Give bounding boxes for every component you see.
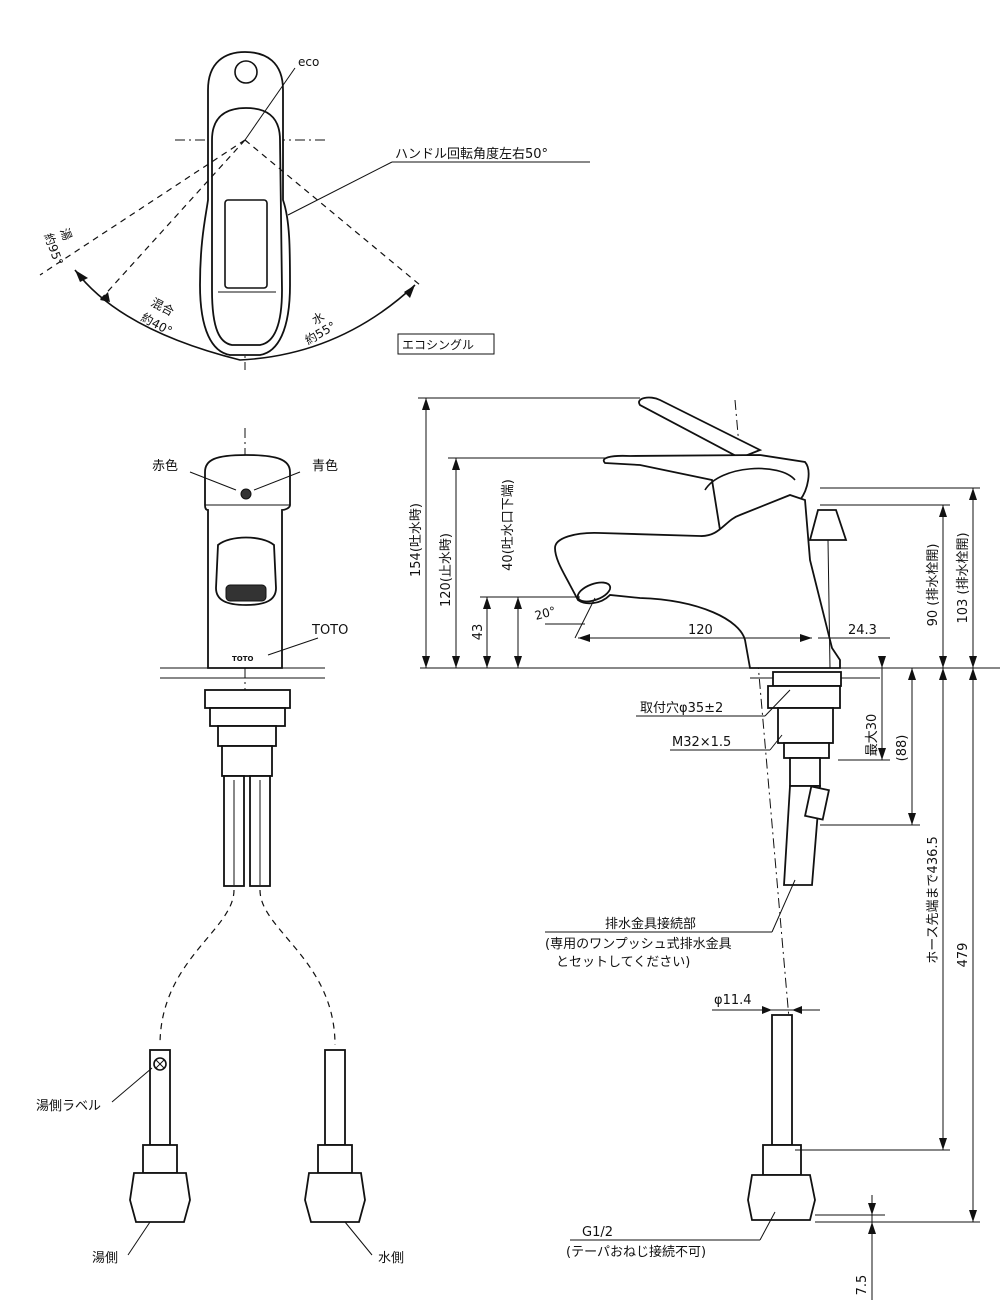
angle-20: 20° bbox=[533, 604, 557, 623]
cold-side: 水側 bbox=[378, 1251, 404, 1266]
hot-side-label-tag: 湯側ラベル bbox=[36, 1099, 101, 1114]
dim-90: 90 (排水栓開) bbox=[926, 544, 941, 627]
red-label: 赤色 bbox=[152, 458, 178, 474]
model-name-box: エコシングル bbox=[402, 338, 474, 352]
mount-hole-label: 取付穴φ35±2 bbox=[640, 701, 723, 716]
handle-rotation-label: ハンドル回転角度左右50° bbox=[395, 146, 548, 162]
dim-120-horizontal: 120 bbox=[688, 623, 713, 638]
toto-brand-label: TOTO bbox=[311, 623, 348, 638]
dim-24-3: 24.3 bbox=[848, 623, 877, 638]
dim-7-5: 7.5 bbox=[855, 1275, 870, 1296]
drain-note-line2: とセットしてください) bbox=[556, 955, 690, 970]
top-view: eco ハンドル回転角度左右50° 湯 約95° 混合 約40° 水 約55° … bbox=[39, 51, 590, 370]
side-view: 154(吐水時) 120(止水時) 43 40(吐水口下端) 20° 120 2… bbox=[409, 396, 1000, 1300]
max-30: 最大30 bbox=[865, 714, 880, 757]
front-view: TOTO 赤色 青色 TOTO 湯側ラベル 湯側 bbox=[36, 428, 404, 1266]
dim-479: 479 bbox=[956, 943, 971, 968]
dim-120-vertical: 120(止水時) bbox=[439, 533, 454, 607]
blue-label: 青色 bbox=[312, 458, 338, 474]
hot-label: 湯 bbox=[57, 226, 74, 242]
dim-40: 40(吐水口下端) bbox=[501, 479, 516, 571]
dim-88: (88) bbox=[895, 735, 910, 762]
toto-body-mark: TOTO bbox=[232, 655, 254, 663]
drain-connection-label: 排水金具接続部 bbox=[605, 916, 696, 932]
dim-43: 43 bbox=[471, 624, 486, 641]
g12-note: (テーパおねじ接続不可) bbox=[566, 1244, 706, 1260]
drain-note-line1: (専用のワンプッシュ式排水金具 bbox=[545, 936, 732, 952]
eco-label: eco bbox=[298, 55, 319, 69]
g12-label: G1/2 bbox=[582, 1225, 613, 1240]
thread-label: M32×1.5 bbox=[672, 735, 731, 750]
dim-154: 154(吐水時) bbox=[409, 503, 424, 577]
diameter-11-4: φ11.4 bbox=[714, 993, 752, 1008]
hose-length: ホース先端まで436.5 bbox=[926, 836, 941, 964]
hot-side: 湯側 bbox=[92, 1251, 118, 1266]
dim-103: 103 (排水栓開) bbox=[956, 532, 971, 623]
